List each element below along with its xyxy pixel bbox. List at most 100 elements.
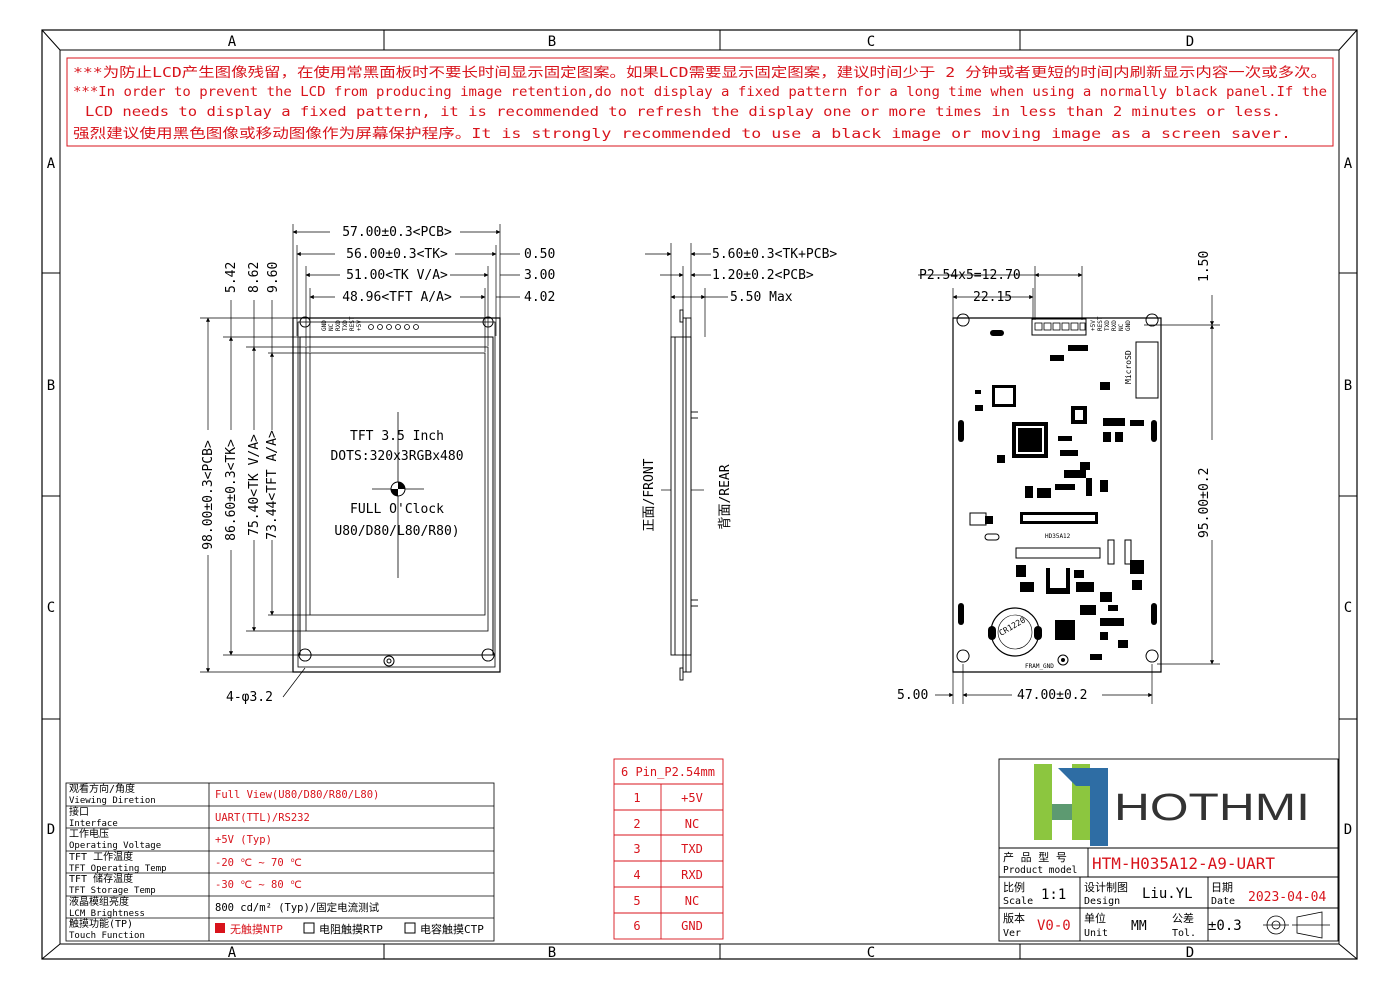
sheet-frame — [41, 29, 1358, 960]
model-label-zh: 产 品 型 号 — [1003, 850, 1067, 864]
dim-tk-va-width: 51.00<TK V/A> — [346, 268, 448, 283]
rear-pcb-outline — [952, 317, 1162, 673]
ver-label-en: Ver — [1003, 928, 1021, 939]
spec-value: Full View(U80/D80/R80/L80) — [215, 789, 379, 801]
date-label-en: Date — [1211, 896, 1235, 907]
dim-rear-width: 47.00±0.2 — [1017, 688, 1087, 703]
spec-label-zh: TFT 储存温度 — [69, 872, 133, 885]
unit-label-zh: 单位 — [1084, 911, 1106, 925]
front-pin-label: RXD — [335, 320, 342, 331]
checkbox-rtp[interactable] — [303, 922, 315, 934]
zone-right-b: B — [1344, 378, 1352, 394]
front-pin-label: NC — [328, 323, 335, 331]
dim-tk-height: 86.60±0.3<TK> — [224, 439, 239, 541]
zone-top-c: C — [867, 34, 875, 50]
notice-line-4: 强烈建议使用黑色图像或移动图像作为屏幕保护程序。It is strongly r… — [73, 125, 1291, 142]
dim-tk-va-height: 75.40<TK V/A> — [247, 434, 262, 536]
model-label-en: Product model — [1003, 865, 1077, 876]
front-mount-holes — [298, 316, 495, 667]
front-pin-label: TXD — [342, 320, 349, 331]
zone-right-a: A — [1344, 156, 1353, 172]
hole-callout: 4-φ3.2 — [226, 690, 273, 705]
front-tk-outline — [299, 336, 494, 656]
date-label-zh: 日期 — [1211, 881, 1233, 894]
screen-title: TFT 3.5 Inch — [350, 429, 444, 444]
zone-bottom-d: D — [1186, 945, 1194, 961]
dim-pcb-height: 98.00±0.3<PCB> — [201, 440, 216, 550]
checkbox-ctp[interactable] — [404, 922, 416, 934]
dim-rear-offset: 22.15 — [973, 290, 1012, 305]
front-pin-label: +5V — [356, 320, 363, 331]
zone-top-a: A — [228, 34, 237, 50]
front-view: GND NC RXD TXD REST +5V TFT 3.5 Inch DOT… — [200, 222, 555, 705]
dim-right-4.02: 4.02 — [524, 290, 555, 305]
rear-ground-pad — [1057, 654, 1069, 666]
zone-left-b: B — [47, 378, 55, 394]
rear-connector-label: HD35A12 — [1045, 533, 1071, 540]
pin-table: 6 Pin_P2.54mm 1 +5V 2 NC 3 TXD 4 RXD 5 N… — [613, 758, 724, 940]
dim-right-3.00: 3.00 — [524, 268, 555, 283]
pin-name: TXD — [681, 842, 703, 856]
zone-bottom-b: B — [548, 945, 556, 961]
pin-no: 5 — [633, 894, 640, 908]
spec-value-brightness: 800 cd/m² (Typ)/固定电流测试 — [215, 901, 380, 914]
pin-name: RXD — [681, 868, 703, 882]
side-view: 5.60±0.3<TK+PCB> 1.20±0.2<PCB> 5.50 Max … — [642, 243, 837, 681]
zone-right-c: C — [1344, 600, 1352, 616]
front-pcb-outline — [292, 317, 501, 673]
rear-pin-label: +5V — [1090, 320, 1097, 331]
notice-box: ***为防止LCD产生图像残留，在使用常黑面板时不要长时间显示固定图案。如果LC… — [66, 57, 1334, 147]
unit-label-en: Unit — [1084, 928, 1108, 939]
touch-options: 无触摸NTP 电阻触摸RTP 电容触摸CTP — [215, 922, 484, 936]
pin-no: 4 — [633, 868, 640, 882]
spec-label-zh: 液晶模组亮度 — [69, 895, 129, 908]
dim-top-5.42: 5.42 — [224, 262, 239, 293]
spec-table: 观看方向/角度 Viewing Diretion 接口 Interface 工作… — [65, 782, 495, 942]
front-pin-label: GND — [321, 320, 328, 331]
dim-tft-aa-width: 48.96<TFT A/A> — [342, 290, 452, 305]
tol-label-zh: 公差 — [1172, 911, 1194, 925]
screen-view: FULL O'Clock — [350, 502, 444, 517]
pin-no: 3 — [633, 842, 640, 856]
unit-value: MM — [1131, 919, 1147, 934]
spec-label-en: Touch Function — [69, 931, 145, 941]
dim-rear-left: 5.00 — [897, 688, 928, 703]
spec-label-zh: 触摸功能(TP) — [69, 917, 133, 930]
screen-dots: DOTS:320x3RGBx480 — [330, 449, 463, 464]
dim-side-total: 5.60±0.3<TK+PCB> — [712, 247, 837, 262]
spec-label-en: Viewing Diretion — [69, 796, 156, 806]
design-label-en: Design — [1084, 896, 1120, 907]
model-value: HTM-H035A12-A9-UART — [1092, 854, 1275, 873]
spec-label-zh: 接口 — [69, 805, 89, 818]
scale-label-en: Scale — [1003, 896, 1033, 907]
hothmi-logo-icon — [1034, 764, 1108, 846]
pin-no: 2 — [633, 817, 640, 831]
dim-top-9.60: 9.60 — [266, 262, 281, 293]
rear-pin-label: REST — [1097, 316, 1104, 331]
zone-top-d: D — [1186, 34, 1194, 50]
zone-labels: A B C D A B C D A B C D A B C D — [47, 34, 1353, 961]
notice-line-1: ***为防止LCD产生图像残留，在使用常黑面板时不要长时间显示固定图案。如果LC… — [73, 64, 1327, 81]
dim-rear-height: 95.00±0.2 — [1197, 468, 1212, 538]
checkbox-ntp-checked[interactable] — [215, 923, 225, 933]
zone-left-a: A — [47, 156, 56, 172]
pin-no: 6 — [633, 919, 640, 933]
rear-view: GND NC RXD TXD REST +5V MicroSD — [897, 251, 1220, 704]
zone-top-b: B — [548, 34, 556, 50]
dim-rear-pitch: P2.54x5=12.70 — [919, 268, 1021, 283]
pin-name: +5V — [681, 791, 703, 805]
rear-pin-label: NC — [1118, 323, 1125, 331]
spec-label-zh: 观看方向/角度 — [69, 782, 135, 795]
spec-value: +5V (Typ) — [215, 834, 272, 846]
ver-label-zh: 版本 — [1003, 911, 1025, 925]
spec-label-zh: TFT 工作温度 — [69, 850, 133, 863]
microsd-slot — [1135, 341, 1159, 399]
rear-fram-label: FRAM_GND — [1025, 663, 1054, 670]
scale-value: 1:1 — [1041, 887, 1066, 903]
front-pin-label: REST — [349, 316, 356, 331]
rear-pin-label: GND — [1125, 320, 1132, 331]
spec-label-en: Interface — [69, 819, 118, 829]
zone-bottom-a: A — [228, 945, 237, 961]
zone-bottom-c: C — [867, 945, 875, 961]
dim-right-0.50: 0.50 — [524, 247, 555, 262]
